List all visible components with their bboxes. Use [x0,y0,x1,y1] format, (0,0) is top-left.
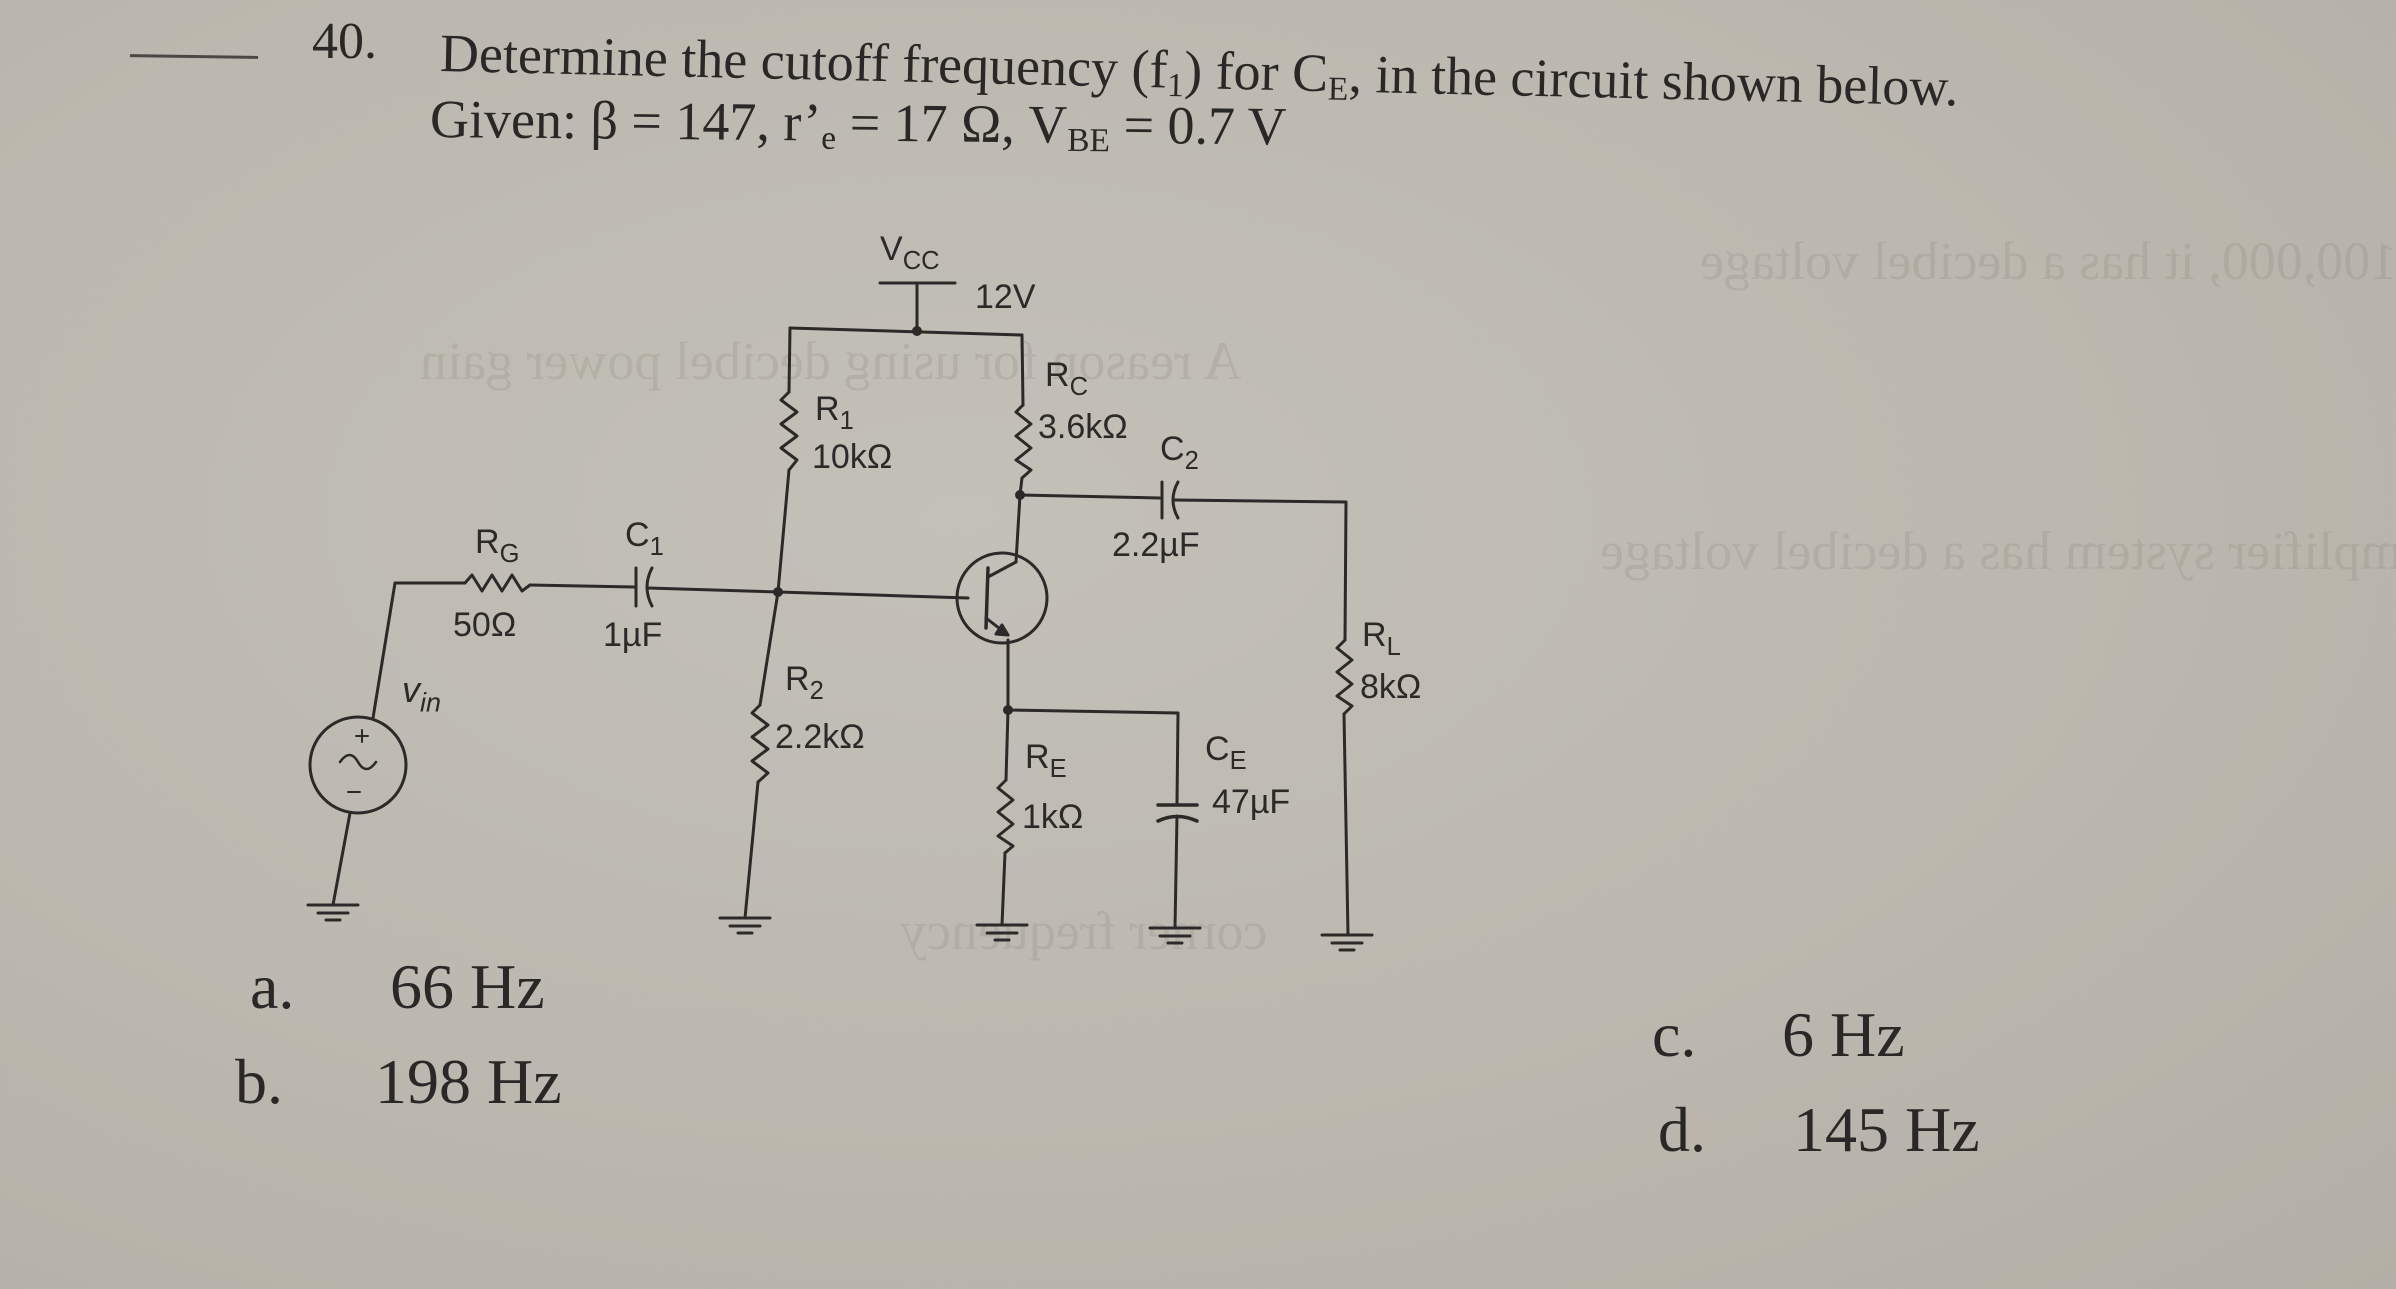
rl-value: 8kΩ [1360,668,1422,706]
c2-value: 2.2µF [1112,526,1200,564]
option-letter: a. [250,951,295,1022]
label-main: R [785,660,810,698]
rg-value: 50Ω [453,606,517,644]
resistor-r2-icon [743,590,780,920]
label-sub: L [1386,632,1401,661]
rc-label: RC [1045,358,1088,400]
re-label: RE [1025,740,1067,782]
base-wire [776,590,970,600]
option-letter: d. [1658,1094,1706,1165]
re-value: 1kΩ [1022,798,1084,836]
ground-icon [718,916,772,935]
option-letter: c. [1652,999,1697,1070]
resistor-rl-icon [1335,500,1354,937]
label-sub: 1 [839,406,854,435]
option-value: 6 Hz [1782,999,1905,1070]
ce-value: 47µF [1212,783,1291,821]
resistor-rc-icon [1014,333,1033,497]
resistor-rg-icon [463,573,532,593]
label-main: C [1205,730,1230,768]
c1-value: 1µF [603,616,663,654]
ce-label: CE [1205,732,1247,774]
label-sub: 2 [809,676,824,705]
label-main: V [880,230,903,268]
ground-icon [306,903,360,922]
c2-label: C2 [1160,432,1199,474]
label-sub: CC [902,246,940,275]
npn-transistor-icon [955,551,1049,645]
question-number: 40. [312,13,377,70]
label-sub: in [420,687,442,718]
label-main: C [625,516,650,554]
rl-label: RL [1362,618,1401,660]
rc-value: 3.6kΩ [1038,408,1128,446]
option-letter: b. [235,1046,283,1117]
resistor-re-icon [996,708,1015,927]
label-sub: 1 [649,532,664,561]
label-sub: E [1229,746,1247,775]
vcc-value: 12V [975,278,1036,316]
ground-icon [1320,933,1374,952]
resistor-r1-icon [776,326,799,594]
r2-label: R2 [785,662,824,704]
r1-value: 10kΩ [812,438,893,476]
label-main: C [1160,430,1185,468]
answer-option-d[interactable]: d. 145 Hz [1658,1093,1980,1167]
label-sub: G [499,539,520,568]
option-value: 66 Hz [390,951,545,1022]
label-sub: 2 [1184,446,1199,475]
option-value: 198 Hz [375,1046,562,1117]
label-main: R [815,390,840,428]
label-main: R [475,523,500,561]
label-main: R [1045,356,1070,394]
rg-label: RG [475,525,519,567]
option-value: 145 Hz [1793,1094,1980,1165]
label-main: v [402,669,420,710]
vin-label: vin [402,672,441,716]
label-main: R [1362,616,1387,654]
answer-option-c[interactable]: c. 6 Hz [1652,998,1905,1072]
vcc-supply-icon [878,281,957,332]
answer-option-a[interactable]: a. 66 Hz [250,950,545,1024]
answer-option-b[interactable]: b. 198 Hz [235,1045,562,1119]
label-sub: E [1049,754,1067,783]
ac-voltage-source-icon [308,715,408,815]
c1-label: C1 [625,518,664,560]
label-sub: C [1069,372,1088,401]
r2-value: 2.2kΩ [775,718,865,756]
vcc-label: VCC [880,232,940,274]
ground-icon [975,923,1029,942]
ground-icon [1148,926,1202,945]
vcc-rail [788,326,1024,337]
label-main: R [1025,738,1050,776]
r1-label: R1 [815,392,854,434]
